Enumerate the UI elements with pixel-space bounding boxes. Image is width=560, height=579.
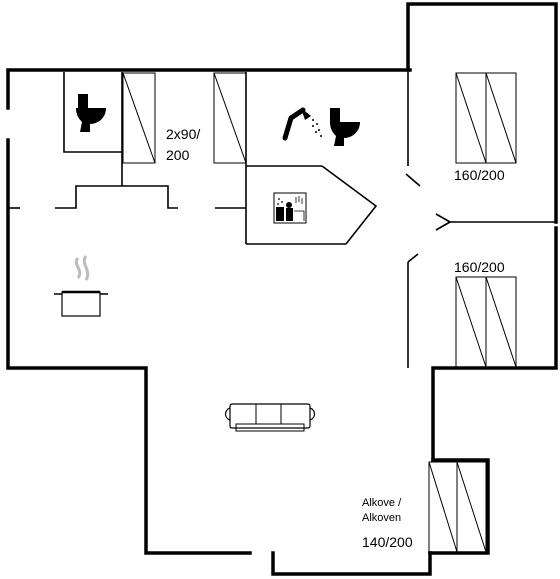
shower-icon	[282, 107, 322, 141]
bed-2x90	[122, 72, 247, 164]
toilet-icon	[76, 94, 106, 132]
bed-mid-right	[455, 276, 517, 368]
label-2x90-200: 200	[166, 147, 190, 163]
sofa-icon	[224, 403, 316, 432]
label-alcove-line2: Alkoven	[362, 512, 401, 524]
sauna-icon	[273, 192, 307, 224]
label-alcove-size: 140/200	[362, 534, 413, 550]
bed-alcove	[428, 461, 487, 553]
label-bed-mid-right: 160/200	[454, 259, 505, 275]
bed-top-right	[455, 72, 517, 164]
label-alcove-line1: Alkove /	[362, 497, 402, 509]
label-bed-top-right: 160/200	[454, 167, 505, 183]
label-2x90: 2x90/	[166, 126, 200, 142]
toilet-icon	[330, 108, 360, 146]
outer-walls	[6, 2, 558, 576]
cooking-pot-icon	[54, 255, 108, 317]
